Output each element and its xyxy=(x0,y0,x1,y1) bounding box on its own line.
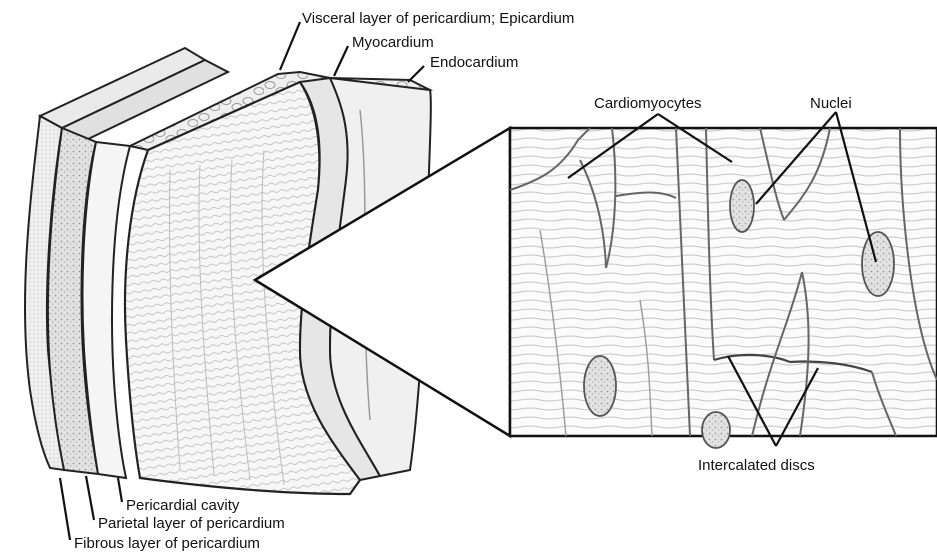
label-endocardium: Endocardium xyxy=(430,54,518,71)
label-parietal-layer: Parietal layer of pericardium xyxy=(98,515,285,532)
nucleus-3 xyxy=(584,356,616,416)
nucleus-1 xyxy=(730,180,754,232)
label-cardiomyocytes: Cardiomyocytes xyxy=(594,95,702,112)
label-nuclei: Nuclei xyxy=(810,95,852,112)
label-intercalated-discs: Intercalated discs xyxy=(698,457,815,474)
label-fibrous-layer: Fibrous layer of pericardium xyxy=(74,535,260,552)
label-pericardial-cavity: Pericardial cavity xyxy=(126,497,240,514)
label-myocardium: Myocardium xyxy=(352,34,434,51)
label-visceral-layer: Visceral layer of pericardium; Epicardiu… xyxy=(302,10,574,27)
nucleus-4 xyxy=(702,412,730,448)
magnified-tissue-panel xyxy=(510,128,937,448)
nucleus-2 xyxy=(862,232,894,296)
